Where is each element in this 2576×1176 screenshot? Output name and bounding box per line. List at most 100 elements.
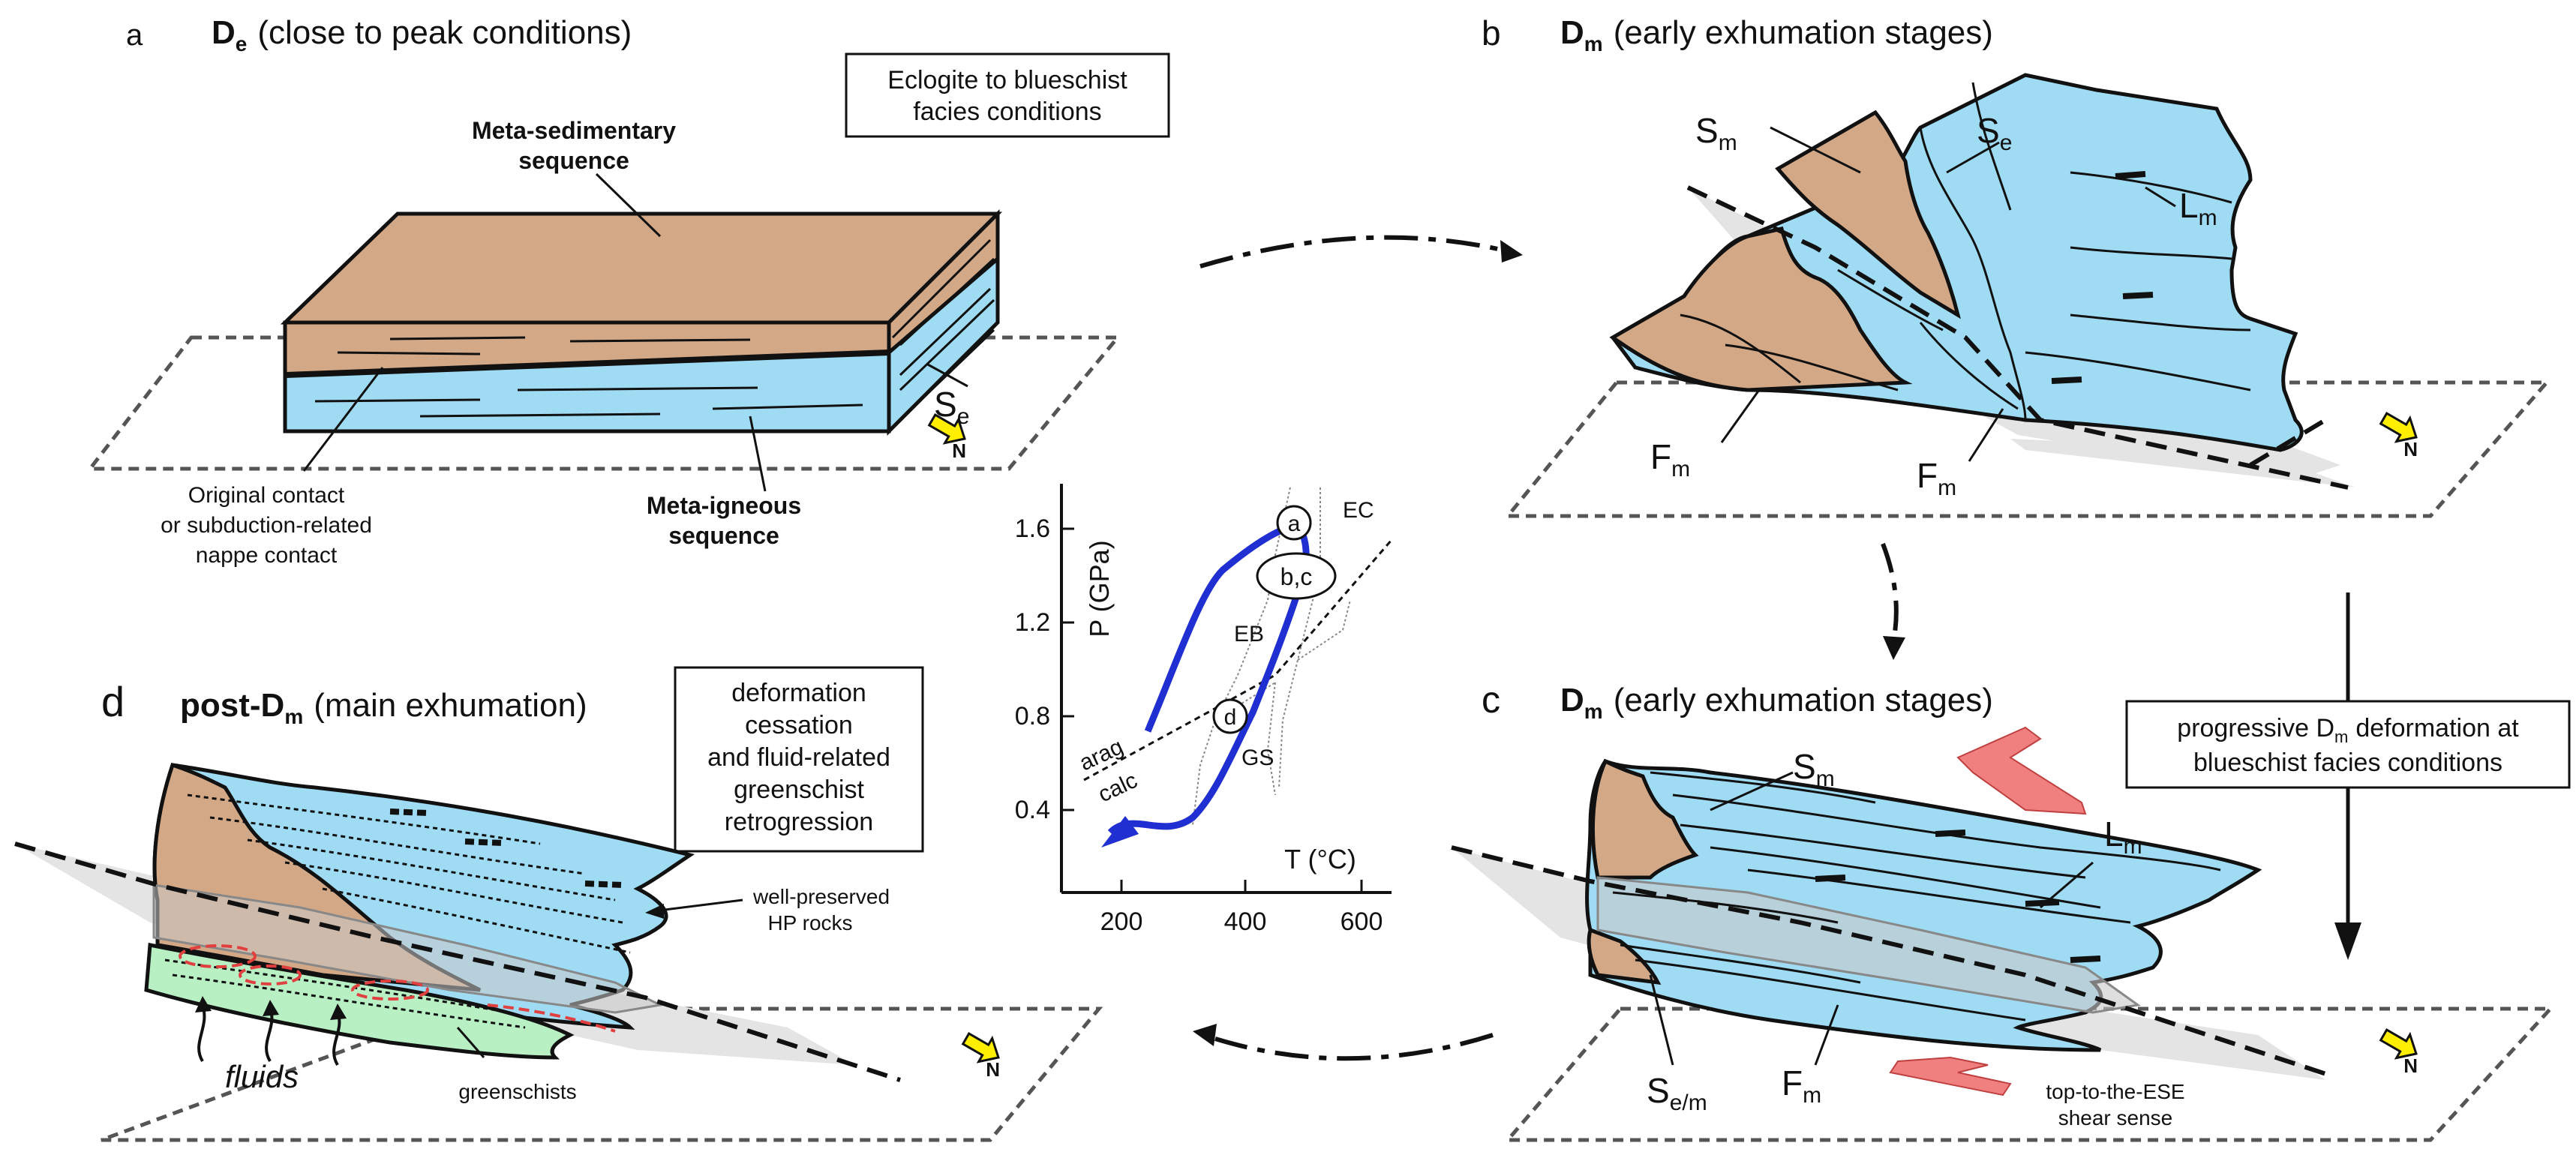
panel-c-lineations (1815, 830, 2101, 963)
arrow-b-to-c-head (1883, 636, 1905, 660)
pt-diagram: 1.6 1.2 0.8 0.4 200 400 600 P (GPa) T (°… (1015, 484, 1393, 936)
panel-b-lm-label: Lm (2179, 186, 2217, 230)
pt-point-bc-label: b,c (1280, 563, 1313, 590)
panel-b-fault-trace-right (2249, 418, 2327, 467)
shear-sense-line2: shear sense (2058, 1106, 2173, 1130)
panel-d-translucent-slice (152, 884, 664, 1014)
pt-x-label: T (°C) (1284, 844, 1356, 874)
panel-a-se-leader (926, 362, 968, 388)
panel-b-fm2-label: Fm (1917, 456, 1956, 500)
panel-c-lm-label: Lm (2104, 814, 2142, 859)
panel-a-base-plane (86, 335, 1122, 471)
panel-b-fault-plane-lower (2010, 439, 2355, 488)
pt-ec-label: EC (1343, 498, 1374, 523)
pt-point-a (1276, 505, 1312, 541)
panel-d-lineations (389, 808, 623, 888)
panel-d-base-plane (101, 1006, 1103, 1142)
contact-label-2: or subduction-related (161, 513, 372, 538)
panel-b-sm-leader (1770, 126, 1861, 174)
pt-y-label: P (GPa) (1084, 540, 1115, 637)
pt-xtick-3: 600 (1341, 908, 1383, 936)
panel-c-lm-leader (2040, 861, 2094, 909)
contact-label-1: Original contact (188, 483, 345, 508)
pt-ytick-3: 0.8 (1015, 702, 1050, 730)
panel-c: c Dm(early exhumation stages) (1451, 679, 2555, 1142)
north-label: N (2403, 1054, 2418, 1077)
arrow-a-to-b-head (1500, 240, 1523, 262)
shear-sense-line1: top-to-the-ESE (2046, 1080, 2184, 1103)
hp-rocks-line1: well-preserved (752, 885, 890, 908)
panel-c-sm-label: Sm (1793, 747, 1835, 791)
panel-a-box-line2: facies conditions (913, 98, 1101, 126)
pt-point-a-label: a (1288, 512, 1301, 536)
panel-b-fold-lines (1680, 82, 2251, 421)
arrow-a-to-b (1199, 235, 1509, 268)
panel-b-fm1-label: Fm (1650, 437, 1690, 482)
meta-sedimentary-label-1: Meta-sedimentary (472, 117, 676, 144)
shear-arrow-top-icon (1956, 726, 2087, 815)
panel-d-title: post-Dm(main exhumation) (180, 687, 587, 728)
panel-c-foliation (1612, 771, 2221, 1022)
panel-d-fault-trace (14, 842, 901, 1082)
north-arrow-icon: N (927, 413, 966, 462)
arrow-c-to-d (1214, 1033, 1494, 1061)
pt-path-arrowhead (1101, 816, 1139, 848)
pt-ytick-4: 0.4 (1015, 796, 1050, 824)
north-label: N (986, 1058, 1000, 1081)
panel-c-sem-leader (1649, 974, 1674, 1066)
panel-b-fm1-leader (1720, 389, 1761, 443)
north-label: N (2403, 438, 2418, 460)
pt-ytick-2: 1.2 (1015, 608, 1050, 637)
panel-c-fm-leader (1814, 1004, 1839, 1066)
panel-d-box-line5: retrogression (725, 808, 873, 836)
panel-c-fault-trace (1451, 845, 2334, 1078)
pt-calc-label: calc (1094, 768, 1141, 807)
pt-point-d-label: d (1224, 705, 1237, 730)
contact-label-3: nappe contact (196, 543, 338, 568)
north-arrow-icon: N (961, 1032, 1000, 1081)
panel-c-base-plane (1503, 1006, 2555, 1142)
panel-a-letter: a (126, 19, 143, 52)
progressive-box-line2: blueschist facies conditions (2193, 748, 2502, 777)
pt-xtick-1: 200 (1100, 908, 1143, 936)
panel-c-meta-sedimentary-lower (1587, 927, 1662, 986)
contact-leader (302, 367, 384, 472)
panel-d-greenschist (144, 942, 575, 1060)
panel-d-red-folds (179, 944, 616, 1033)
panel-a-conditions-box (845, 52, 1170, 138)
fluids-label: fluids (225, 1059, 299, 1094)
panel-d-box-line2: cessation (745, 711, 853, 740)
panel-c-meta-sedimentary-upper (1590, 758, 1699, 880)
panel-b-meta-sedimentary-upper (1775, 110, 1961, 320)
panel-d: d post-Dm(main exhumation) deformation c… (14, 666, 1103, 1142)
panel-b: b Dm(early exhumation stages) (1482, 14, 2551, 518)
meta-igneous-label-2: sequence (668, 522, 779, 549)
panel-a-title: De(close to peak conditions) (212, 14, 632, 56)
panel-d-box-line1: deformation (731, 679, 866, 707)
north-arrow-icon: N (2379, 1028, 2418, 1077)
pt-ytick-1: 1.6 (1015, 514, 1050, 543)
panel-b-fm2-leader (1968, 408, 2004, 462)
meta-sedimentary-leader (595, 172, 662, 238)
panel-d-conditions-box (674, 666, 924, 853)
meta-sedimentary-label-2: sequence (518, 147, 629, 174)
progressive-arrow-head (2334, 922, 2361, 960)
greenschists-label: greenschists (458, 1080, 576, 1103)
pt-xtick-2: 400 (1224, 908, 1267, 936)
fluid-arrowheads (195, 996, 347, 1020)
panel-d-box-line4: greenschist (734, 776, 864, 804)
panel-d-box-line3: and fluid-related (707, 743, 890, 772)
pt-point-d (1212, 698, 1248, 734)
hp-rocks-leader (652, 898, 743, 913)
greenschists-leader (456, 1027, 485, 1058)
pt-gs-label: GS (1241, 746, 1274, 770)
panel-a-contact (284, 350, 890, 378)
panel-a: a De(close to peak conditions) (86, 14, 1170, 568)
progressive-box (2125, 700, 2571, 789)
panel-c-sem-label: Se/m (1647, 1071, 1707, 1115)
panel-c-fm-label: Fm (1782, 1064, 1821, 1108)
panel-b-lm-leader (2145, 186, 2176, 208)
meta-igneous-leader (749, 416, 767, 492)
